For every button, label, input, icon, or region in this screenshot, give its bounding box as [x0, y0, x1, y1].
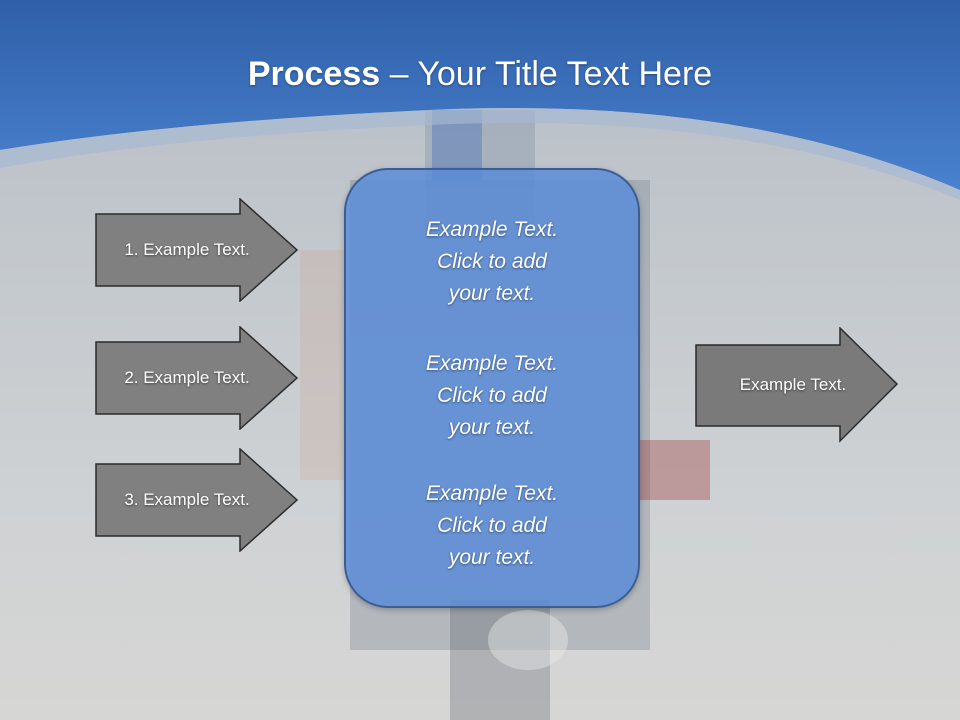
center-text-line: Example Text.	[425, 482, 559, 505]
result-arrow-label: Example Text.	[739, 375, 847, 394]
center-text-line: Example Text.	[425, 218, 559, 241]
step-arrow-2[interactable]: 2. Example Text.	[95, 326, 299, 430]
center-text-block-3[interactable]: Example Text. Click to add your text.	[346, 478, 638, 574]
title-bold-text: Process	[247, 55, 381, 93]
right-arrow-shape-icon	[95, 326, 299, 430]
title-rest-text: – Your Title Text Here	[380, 55, 713, 93]
step-arrow-label: 1. Example Text.	[124, 240, 250, 259]
step-arrow-1[interactable]: 1. Example Text.	[95, 198, 299, 302]
center-text-line: your text.	[448, 282, 536, 305]
center-text-line: Example Text.	[425, 352, 559, 375]
step-arrow-label: 2. Example Text.	[124, 368, 250, 387]
center-text-block-1[interactable]: Example Text. Click to add your text.	[346, 214, 638, 310]
center-text-block-2[interactable]: Example Text. Click to add your text.	[346, 348, 638, 444]
right-arrow-shape-icon	[95, 198, 299, 302]
center-process-box[interactable]: Example Text. Click to add your text. Ex…	[344, 168, 640, 608]
center-text-line: Click to add	[437, 384, 547, 407]
step-arrow-label: 3. Example Text.	[124, 490, 250, 509]
center-text-line: your text.	[448, 546, 536, 569]
result-arrow[interactable]: Example Text.	[695, 327, 899, 443]
right-arrow-shape-icon	[695, 327, 899, 443]
center-text-line: your text.	[448, 416, 536, 439]
center-text-line: Click to add	[437, 250, 547, 273]
slide-title[interactable]: Process – Your Title Text Here	[0, 52, 960, 96]
center-text-line: Click to add	[437, 514, 547, 537]
right-arrow-shape-icon	[95, 448, 299, 552]
step-arrow-3[interactable]: 3. Example Text.	[95, 448, 299, 552]
